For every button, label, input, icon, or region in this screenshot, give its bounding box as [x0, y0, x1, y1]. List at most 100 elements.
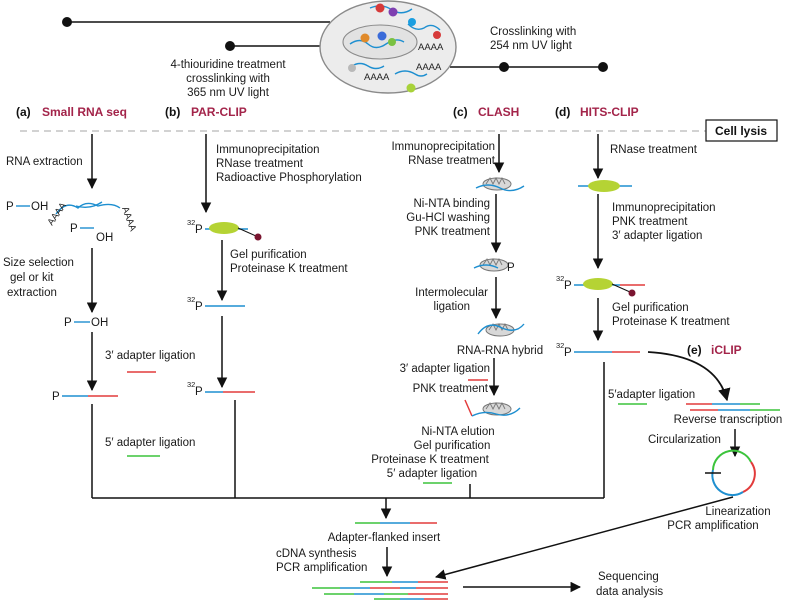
route-node [225, 41, 235, 51]
step-rna-extraction: RNA extraction [6, 156, 83, 168]
poly-a-label: AAAA [119, 205, 138, 233]
seq-line-1: Sequencing [598, 571, 659, 583]
step-c-intermolecular-1: Intermolecular [415, 287, 488, 299]
cell-lysis-box [705, 119, 778, 142]
circularized-cdna [705, 449, 756, 497]
top-section: AAAA AAAA AAAA 4-thiouridine treatment c… [62, 0, 608, 99]
phosphate-label: P [507, 262, 515, 274]
isotope-superscript: 32 [556, 274, 564, 283]
step-c-elution-1: Ni-NTA elution [421, 426, 494, 438]
isotope-superscript: 32 [556, 341, 564, 350]
phosphate-label: P [64, 317, 72, 329]
step-c-elution-4: 5′ adapter ligation [387, 468, 477, 480]
poly-a-label: AAAA [418, 42, 444, 53]
step-size-selection-2: gel or kit [10, 272, 54, 284]
step-size-selection-1: Size selection [3, 257, 74, 269]
route-node [598, 62, 608, 72]
hydroxyl-label: OH [91, 317, 108, 329]
step-c-elution-2: Gel purification [414, 440, 491, 452]
hydroxyl-label: OH [96, 232, 113, 244]
panel-e-letter: (e) [687, 343, 702, 357]
hydroxyl-label: OH [31, 201, 48, 213]
rna-rna-hybrid-complex [477, 322, 525, 337]
panel-c: Immunoprecipitation RNase treatment Ni-N… [371, 134, 543, 498]
isotope-superscript: 32 [187, 295, 195, 304]
poly-a-label: AAAA [364, 72, 390, 83]
phosphate-label: P [564, 280, 572, 292]
panel-e: (e) iCLIP Reverse transcription Circular… [434, 343, 782, 580]
step-5-adapter-ligation: 5′ adapter ligation [105, 437, 195, 449]
poly-a-label: AAAA [416, 62, 442, 73]
rna-mixture: P OH AAAA AAAA P OH [6, 200, 138, 244]
panel-c-letter: (c) [453, 105, 468, 119]
rbp-protein [588, 180, 620, 192]
rbp-protein [209, 222, 239, 234]
step-b-gel-1: Gel purification [230, 249, 307, 261]
step-c-nta-3: PNK treatment [415, 226, 491, 238]
bottom-section: Adapter-flanked insert cDNA synthesis PC… [92, 497, 663, 600]
cdna-line-2: PCR amplification [276, 562, 367, 574]
step-b-ip-2: RNase treatment [216, 158, 304, 170]
phosphate-label: P [195, 301, 203, 313]
isotope-superscript: 32 [187, 218, 195, 227]
crosslink-site [254, 233, 262, 241]
insert-label: Adapter-flanked insert [328, 532, 441, 544]
reverse-transcript-duplex [686, 403, 780, 411]
step-e-lin-1: Linearization [705, 506, 770, 518]
step-d-gel-2: Proteinase K treatment [612, 316, 730, 328]
crosslink-254-line-2: 254 nm UV light [490, 40, 573, 52]
crosslink-365-line-3: 365 nm UV light [187, 87, 270, 99]
crosslink-365-line-1: 4-thiouridine treatment [170, 59, 286, 71]
crosslink-254-line-1: Crosslinking with [490, 26, 576, 38]
poly-a-label: AAAA [45, 200, 69, 228]
rbp-protein [583, 278, 613, 290]
step-e-circularization: Circularization [648, 434, 721, 446]
iclip-merge-arrow [434, 496, 734, 580]
step-c-elution-3: Proteinase K treatment [371, 454, 489, 466]
panel-a-letter: (a) [16, 105, 31, 119]
step-3-adapter-ligation: 3′ adapter ligation [105, 350, 195, 362]
step-d-ip-3: 3′ adapter ligation [612, 230, 702, 242]
panel-d-name: HITS-CLIP [580, 105, 639, 119]
panel-b-name: PAR-CLIP [191, 105, 247, 119]
step-c-ip-2: RNase treatment [408, 155, 496, 167]
step-c-3-adapter-ligation: 3′ adapter ligation [400, 363, 490, 375]
panel-a: RNA extraction P OH AAAA AAAA P OH Size … [3, 134, 195, 498]
phosphate-label: P [195, 386, 203, 398]
step-size-selection-3: extraction [7, 287, 57, 299]
step-c-nta-1: Ni-NTA binding [414, 198, 491, 210]
step-d-ip-2: PNK treatment [612, 216, 688, 228]
phosphate-label: P [564, 347, 572, 359]
panel-e-name: iCLIP [711, 343, 742, 357]
seq-line-2: data analysis [596, 586, 663, 598]
panel-c-name: CLASH [478, 105, 519, 119]
panel-d-letter: (d) [555, 105, 570, 119]
isotope-superscript: 32 [187, 380, 195, 389]
crosslink-365-line-2: crosslinking with [186, 73, 270, 85]
step-c-hybrid: RNA-RNA hybrid [457, 345, 543, 357]
crosslink-tether [237, 227, 257, 237]
step-b-ip-3: Radioactive Phosphorylation [216, 172, 362, 184]
phosphate-label: P [70, 223, 78, 235]
phosphate-label: P [195, 224, 203, 236]
panel-a-name: Small RNA seq [42, 105, 127, 119]
iclip-branch-arrow [647, 351, 731, 402]
rbp-complex-phosphorylated: P [473, 257, 515, 274]
cell-illustration: AAAA AAAA AAAA [319, 0, 457, 94]
panel-b-letter: (b) [165, 105, 180, 119]
route-node [62, 17, 72, 27]
route-node [499, 62, 509, 72]
ligated-hybrid-complex [464, 399, 521, 417]
rbp-complex [475, 176, 525, 192]
step-c-nta-2: Gu-HCl washing [406, 212, 490, 224]
step-d-gel-1: Gel purification [612, 302, 689, 314]
phosphate-label: P [6, 201, 14, 213]
step-d-ip-1: Immunoprecipitation [612, 202, 716, 214]
panel-d: RNase treatment Immunoprecipitation PNK … [556, 134, 730, 498]
step-c-intermolecular-2: ligation [434, 301, 470, 313]
step-e-lin-2: PCR amplification [667, 520, 758, 532]
panel-headers: (a) Small RNA seq (b) PAR-CLIP (c) CLASH… [16, 105, 639, 119]
crosslink-site [628, 289, 636, 297]
